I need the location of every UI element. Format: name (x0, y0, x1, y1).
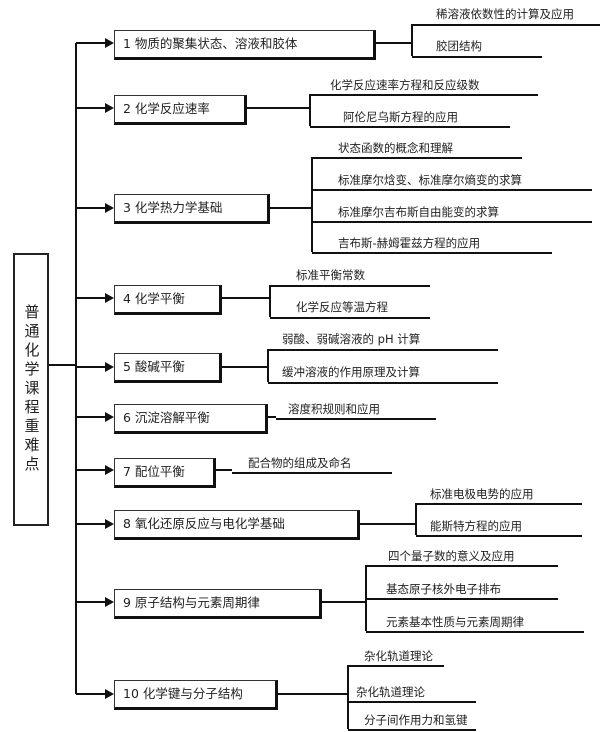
subtopic-5-1: 弱酸、弱碱溶液的 pH 计算 (282, 332, 421, 346)
subtopic-3-1: 状态函数的概念和理解 (338, 141, 453, 155)
subtopic-underline (366, 565, 558, 567)
subtopic-underline (348, 665, 444, 667)
root-label: 普通化学课程重难点 (22, 304, 41, 475)
arrow-head-icon (105, 689, 114, 699)
subtopic-10-3: 分子间作用力和氢键 (364, 713, 468, 727)
subtopic-10-2: 杂化轨道理论 (356, 685, 425, 699)
arrow-head-icon (105, 293, 114, 303)
topic-node-6: 6 沉淀溶解平衡 (114, 404, 268, 434)
subtopic-underline (348, 729, 476, 731)
root-node: 普通化学课程重难点 (13, 253, 49, 526)
subtopic-7-1: 配合物的组成及命名 (248, 456, 352, 470)
arrow-head-icon (105, 465, 114, 475)
subtopic-9-1: 四个量子数的意义及应用 (388, 549, 515, 563)
subtopic-underline (412, 56, 542, 58)
subtopic-underline (268, 382, 498, 384)
arrow-head-icon (105, 203, 114, 213)
subtopic-underline (412, 24, 600, 26)
topic-node-1: 1 物质的聚集状态、溶液和胶体 (114, 30, 376, 60)
arrow-head-icon (105, 103, 114, 113)
subtopic-4-1: 标准平衡常数 (296, 268, 365, 282)
subtopic-underline (312, 252, 552, 254)
subtopic-1-2: 胶团结构 (436, 39, 482, 53)
topic-node-10: 10 化学键与分子结构 (114, 680, 278, 710)
subtopic-9-2: 基态原子核外电子排布 (386, 582, 501, 596)
subtopic-underline (270, 285, 430, 287)
subtopic-underline (310, 94, 538, 96)
subtopic-6-1: 溶度积规则和应用 (288, 402, 380, 416)
topic-node-2: 2 化学反应速率 (114, 95, 247, 125)
topic-node-4: 4 化学平衡 (114, 285, 222, 315)
arrow-head-icon (105, 412, 114, 422)
subtopic-1-1: 稀溶液依数性的计算及应用 (436, 7, 574, 21)
subtopic-4-2: 化学反应等温方程 (296, 300, 388, 314)
subtopic-underline (268, 349, 498, 351)
arrow-head-icon (105, 362, 114, 372)
subtopic-2-1: 化学反应速率方程和反应级数 (330, 78, 480, 92)
subtopic-underline (348, 701, 476, 703)
topic-node-7: 7 配位平衡 (114, 458, 216, 488)
subtopic-2-2: 阿伦尼乌斯方程的应用 (343, 110, 458, 124)
subtopic-8-2: 能斯特方程的应用 (430, 519, 522, 533)
subtopic-8-1: 标准电极电势的应用 (430, 487, 534, 501)
topic-node-8: 8 氧化还原反应与电化学基础 (114, 510, 360, 540)
subtopic-underline (416, 535, 582, 537)
subtopic-10-1: 杂化轨道理论 (364, 649, 433, 663)
subtopic-underline (366, 631, 584, 633)
arrow-head-icon (105, 519, 114, 529)
arrow-head-icon (105, 38, 114, 48)
subtopic-underline (312, 157, 522, 159)
subtopic-underline (270, 317, 430, 319)
subtopic-9-3: 元素基本性质与元素周期律 (386, 615, 524, 629)
subtopic-underline (312, 221, 592, 223)
topic-node-3: 3 化学热力学基础 (114, 194, 270, 224)
subtopic-3-3: 标准摩尔吉布斯自由能变的求算 (338, 205, 499, 219)
subtopic-underline (366, 598, 558, 600)
subtopic-underline (276, 418, 436, 420)
topic-node-5: 5 酸碱平衡 (114, 353, 222, 383)
subtopic-3-4: 吉布斯-赫姆霍兹方程的应用 (338, 236, 481, 250)
subtopic-5-2: 缓冲溶液的作用原理及计算 (282, 365, 420, 379)
subtopic-3-2: 标准摩尔焓变、标准摩尔熵变的求算 (338, 173, 522, 187)
arrow-head-icon (105, 597, 114, 607)
subtopic-underline (312, 189, 592, 191)
subtopic-underline (310, 126, 510, 128)
subtopic-underline (232, 472, 392, 474)
subtopic-underline (416, 503, 582, 505)
topic-node-9: 9 原子结构与元素周期律 (114, 589, 322, 619)
